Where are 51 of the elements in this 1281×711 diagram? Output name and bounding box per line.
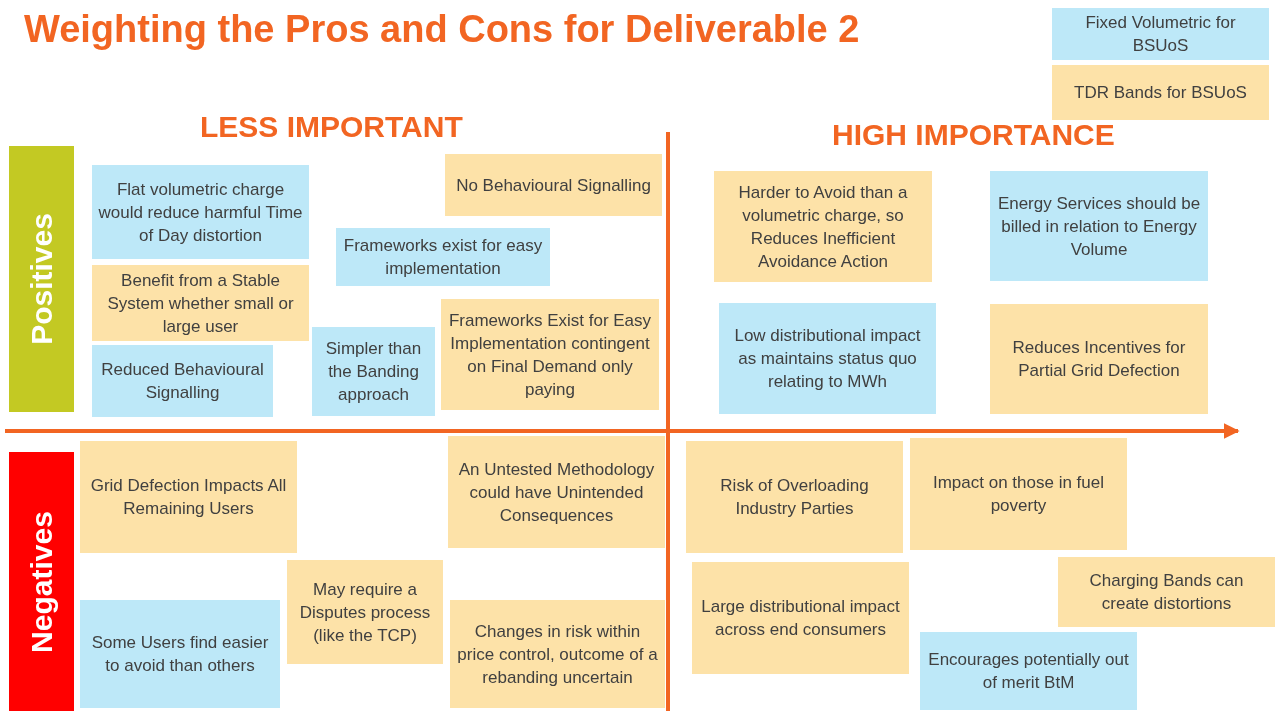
sticky-note — [692, 562, 909, 674]
quadrant-heading: LESS IMPORTANT — [200, 110, 463, 144]
note-text: Simpler than the Banding approach — [324, 338, 423, 406]
sticky-note — [80, 600, 280, 708]
note-text: Frameworks Exist for Easy Implementation contingent on Final Demand only paying — [447, 309, 653, 401]
note-text: Flat volumetric charge would reduce harmful Time of Day distortion — [98, 178, 303, 247]
category-band — [9, 146, 74, 412]
sticky-note — [92, 165, 309, 259]
sticky-note — [920, 632, 1137, 710]
sticky-note — [450, 600, 665, 708]
note-text: Changes in risk within price control, outcome of a rebanding uncertain — [456, 620, 659, 689]
sticky-note — [1058, 557, 1275, 627]
note-text: Frameworks exist for easy implementation — [342, 235, 544, 280]
sticky-note — [92, 345, 273, 417]
note-text: Charging Bands can create distortions — [1088, 570, 1245, 615]
sticky-note — [92, 265, 309, 341]
sticky-note — [448, 436, 665, 548]
sticky-note — [686, 441, 903, 553]
note-text: Benefit from a Stable System whether small or large user — [106, 269, 295, 338]
note-text: Reduces Incentives for Partial Grid Defection — [1011, 337, 1187, 382]
note-text: Encourages potentially out of merit BtM — [927, 649, 1130, 694]
legend-text: TDR Bands for BSUoS — [1074, 82, 1247, 104]
sticky-note — [714, 171, 932, 282]
sticky-note — [719, 303, 936, 414]
sticky-note — [441, 299, 659, 410]
note-text: May require a Disputes process (like the TCP) — [298, 578, 432, 647]
band-label: Negatives — [24, 510, 59, 653]
title: Weighting the Pros and Cons for Deliverable 2 — [24, 8, 860, 51]
note-text: An Untested Methodology could have Unintended Consequences — [457, 458, 656, 527]
note-text: No Behavioural Signalling — [456, 174, 651, 197]
sticky-note — [910, 438, 1127, 550]
sticky-note — [990, 304, 1208, 414]
legend-text: Fixed Volumetric for BSUoS — [1084, 12, 1237, 57]
note-text: Risk of Overloading Industry Parties — [719, 475, 870, 520]
sticky-note — [287, 560, 443, 664]
quadrant-heading: HIGH IMPORTANCE — [832, 118, 1115, 152]
sticky-note — [990, 171, 1208, 281]
note-text: Some Users find easier to avoid than others — [90, 632, 270, 677]
sticky-note — [336, 228, 550, 286]
note-text: Large distributional impact across end consumers — [700, 596, 901, 641]
category-band — [9, 452, 74, 711]
note-text: Low distributional impact as maintains status quo relating to MWh — [733, 325, 922, 393]
note-text: Energy Services should be billed in relation to Energy Volume — [996, 192, 1202, 261]
note-text: Harder to Avoid than a volumetric charge, so Reduces Inefficient Avoidance Action — [737, 181, 909, 273]
sticky-note — [312, 327, 435, 416]
sticky-note — [445, 154, 662, 216]
note-text: Grid Defection Impacts All Remaining Users — [89, 475, 288, 520]
note-text: Impact on those in fuel poverty — [931, 472, 1105, 517]
note-text: Reduced Behavioural Signalling — [100, 359, 265, 404]
sticky-note — [80, 441, 297, 553]
band-label: Positives — [24, 213, 59, 345]
